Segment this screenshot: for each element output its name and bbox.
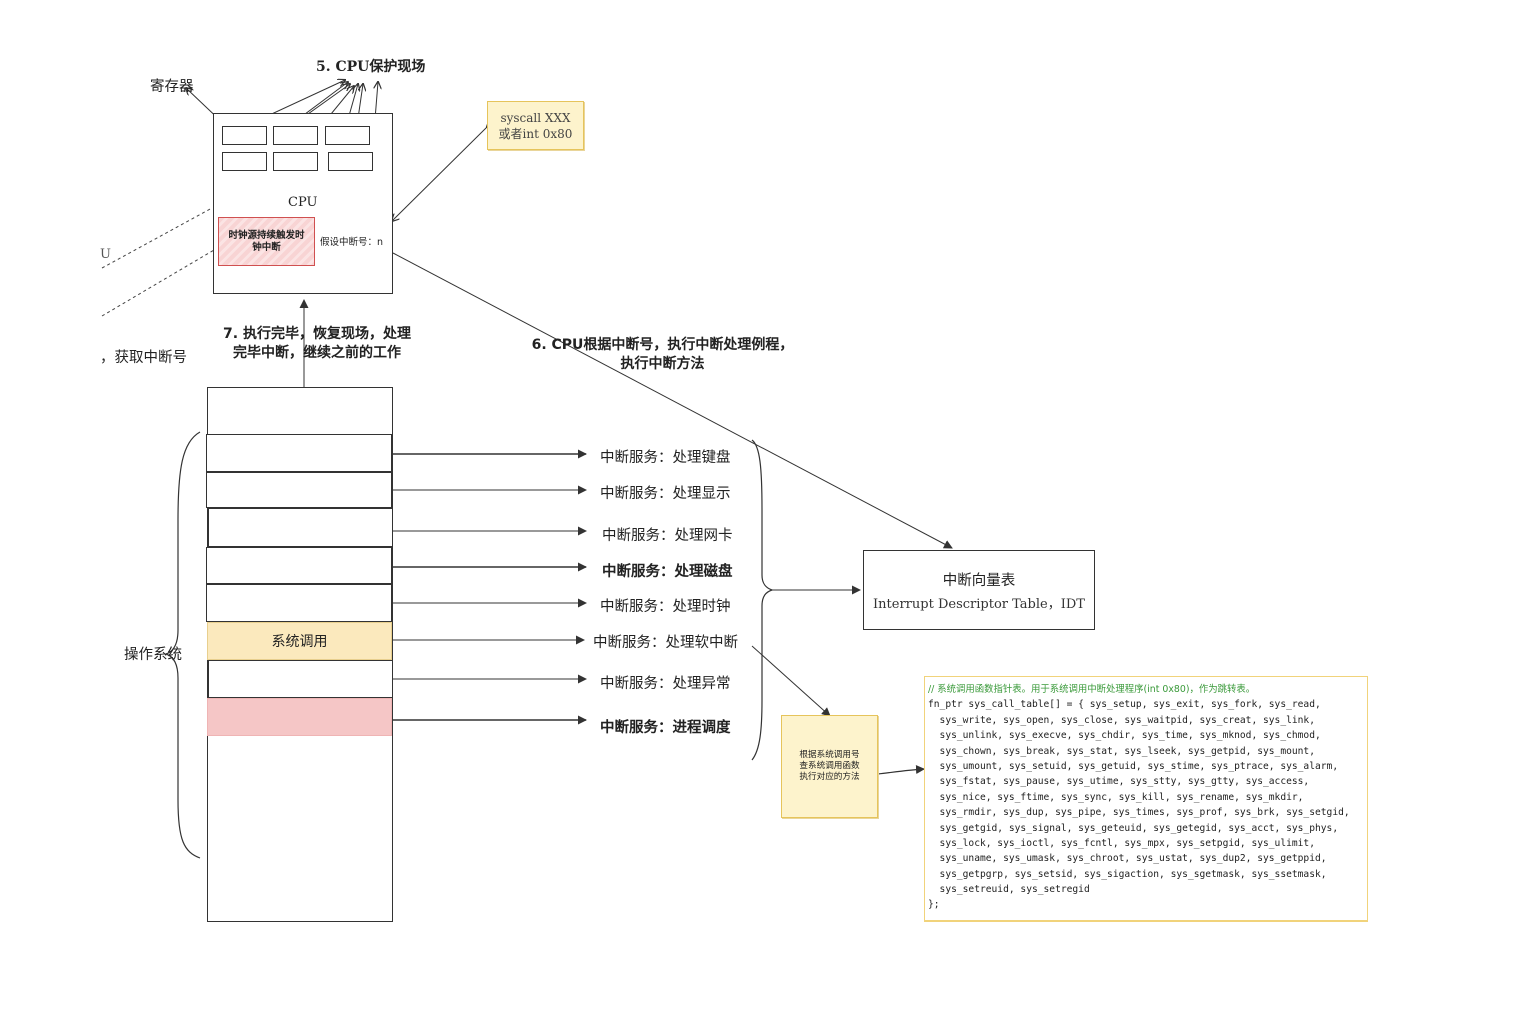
- dashed-line-2: [101, 249, 215, 317]
- register-cell: [273, 152, 318, 171]
- syscall-note: syscall XXX 或者int 0x80: [487, 101, 584, 150]
- timer-interrupt-box: 时钟源持续触发时钟中断: [218, 217, 315, 266]
- services-brace: [751, 439, 774, 761]
- code-line: };: [928, 899, 940, 911]
- memory-cell-clock: [206, 584, 392, 622]
- os-brace: [164, 431, 201, 859]
- syscall-cell-label: 系统调用: [271, 634, 328, 650]
- service-network: 中断服务：处理网卡: [602, 528, 733, 544]
- code-line: sys_rmdir, sys_dup, sys_pipe, sys_times,…: [928, 807, 1350, 819]
- idt-box: 中断向量表 Interrupt Descriptor Table，IDT: [863, 550, 1095, 630]
- service-display: 中断服务：处理显示: [600, 486, 731, 502]
- code-line: sys_write, sys_open, sys_close, sys_wait…: [928, 714, 1315, 726]
- code-line: sys_chown, sys_break, sys_stat, sys_lsee…: [928, 745, 1315, 757]
- register-cell: [222, 152, 267, 171]
- memory-cell-syscall: 系统调用: [207, 622, 392, 660]
- cpu-label: CPU: [288, 195, 318, 210]
- arrow-syscall-to-cpu: [392, 127, 487, 221]
- syscall-table-code: // 系统调用函数指针表。用于系统调用中断处理程序(int 0x80)，作为跳转…: [924, 676, 1368, 922]
- code-line: sys_lock, sys_ioctl, sys_fcntl, sys_mpx,…: [928, 837, 1315, 849]
- step7-text: 7. 执行完毕，恢复现场，处理 完毕中断，继续之前的工作: [212, 325, 422, 363]
- register-cell: [328, 152, 373, 171]
- service-schedule: 中断服务：进程调度: [600, 720, 731, 736]
- code-line: sys_umount, sys_setuid, sys_getuid, sys_…: [928, 760, 1339, 772]
- timer-interrupt-text: 时钟源持续触发时钟中断: [228, 229, 305, 253]
- code-line: fn_ptr sys_call_table[] = { sys_setup, s…: [928, 699, 1321, 711]
- register-cell: [222, 126, 267, 145]
- idt-subtitle: Interrupt Descriptor Table，IDT: [873, 596, 1085, 612]
- idt-title: 中断向量表: [942, 572, 1016, 589]
- syscall-note-line1: syscall XXX: [500, 110, 571, 125]
- memory-cell-schedule: [207, 698, 392, 736]
- code-comment: // 系统调用函数指针表。用于系统调用中断处理程序(int 0x80)，作为跳转…: [928, 684, 1256, 695]
- service-keyboard: 中断服务：处理键盘: [600, 450, 731, 466]
- memory-cell-exception: [208, 660, 393, 698]
- code-line: sys_nice, sys_ftime, sys_sync, sys_kill,…: [928, 791, 1304, 803]
- memory-cell-network: [208, 508, 393, 547]
- lookup-note-line2: 查系统调用函数: [799, 761, 860, 771]
- dashed-line-1: [101, 207, 213, 269]
- lookup-note: 根据系统调用号 查系统调用函数 执行对应的方法: [781, 715, 878, 818]
- memory-cell-disk: [206, 547, 392, 584]
- step6-line1: 6. CPU根据中断号，执行中断处理例程，: [531, 337, 794, 353]
- syscall-note-line2: 或者int 0x80: [498, 126, 573, 141]
- left-fragment-get-number: ，获取中断号: [100, 350, 187, 366]
- registers-label: 寄存器: [150, 79, 194, 95]
- memory-cell-display: [206, 472, 392, 508]
- code-line: sys_fstat, sys_pause, sys_utime, sys_stt…: [928, 776, 1310, 788]
- code-line: sys_uname, sys_umask, sys_chroot, sys_us…: [928, 853, 1327, 865]
- code-line: sys_setreuid, sys_setregid: [928, 884, 1090, 896]
- step6-text: 6. CPU根据中断号，执行中断处理例程， 执行中断方法: [520, 336, 805, 374]
- lookup-note-line1: 根据系统调用号: [799, 750, 860, 760]
- service-disk: 中断服务：处理磁盘: [602, 564, 733, 580]
- register-cell: [273, 126, 318, 145]
- arrow-cpu-to-idt: [392, 252, 953, 549]
- save-context-label: 5. CPU保护现场: [316, 59, 426, 75]
- left-fragment-u: U: [100, 247, 111, 262]
- arrow-soft-to-lookup: [751, 645, 831, 717]
- os-label: 操作系统: [124, 647, 182, 663]
- step6-line2: 执行中断方法: [620, 356, 705, 372]
- service-exception: 中断服务：处理异常: [600, 676, 731, 692]
- step7-line2: 完毕中断，继续之前的工作: [233, 345, 401, 361]
- lookup-note-line3: 执行对应的方法: [799, 772, 860, 782]
- code-line: sys_unlink, sys_execve, sys_chdir, sys_t…: [928, 730, 1321, 742]
- memory-cell-keyboard: [206, 434, 392, 472]
- service-soft-interrupt: 中断服务：处理软中断: [593, 635, 738, 651]
- register-cell: [325, 126, 370, 145]
- code-line: sys_getpgrp, sys_setsid, sys_sigaction, …: [928, 868, 1327, 880]
- service-clock: 中断服务：处理时钟: [600, 599, 731, 615]
- code-line: sys_getgid, sys_signal, sys_geteuid, sys…: [928, 822, 1339, 834]
- step7-line1: 7. 执行完毕，恢复现场，处理: [223, 326, 411, 342]
- arrow-lookup-to-code: [877, 765, 925, 775]
- interrupt-number-label: 假设中断号：n: [320, 237, 384, 248]
